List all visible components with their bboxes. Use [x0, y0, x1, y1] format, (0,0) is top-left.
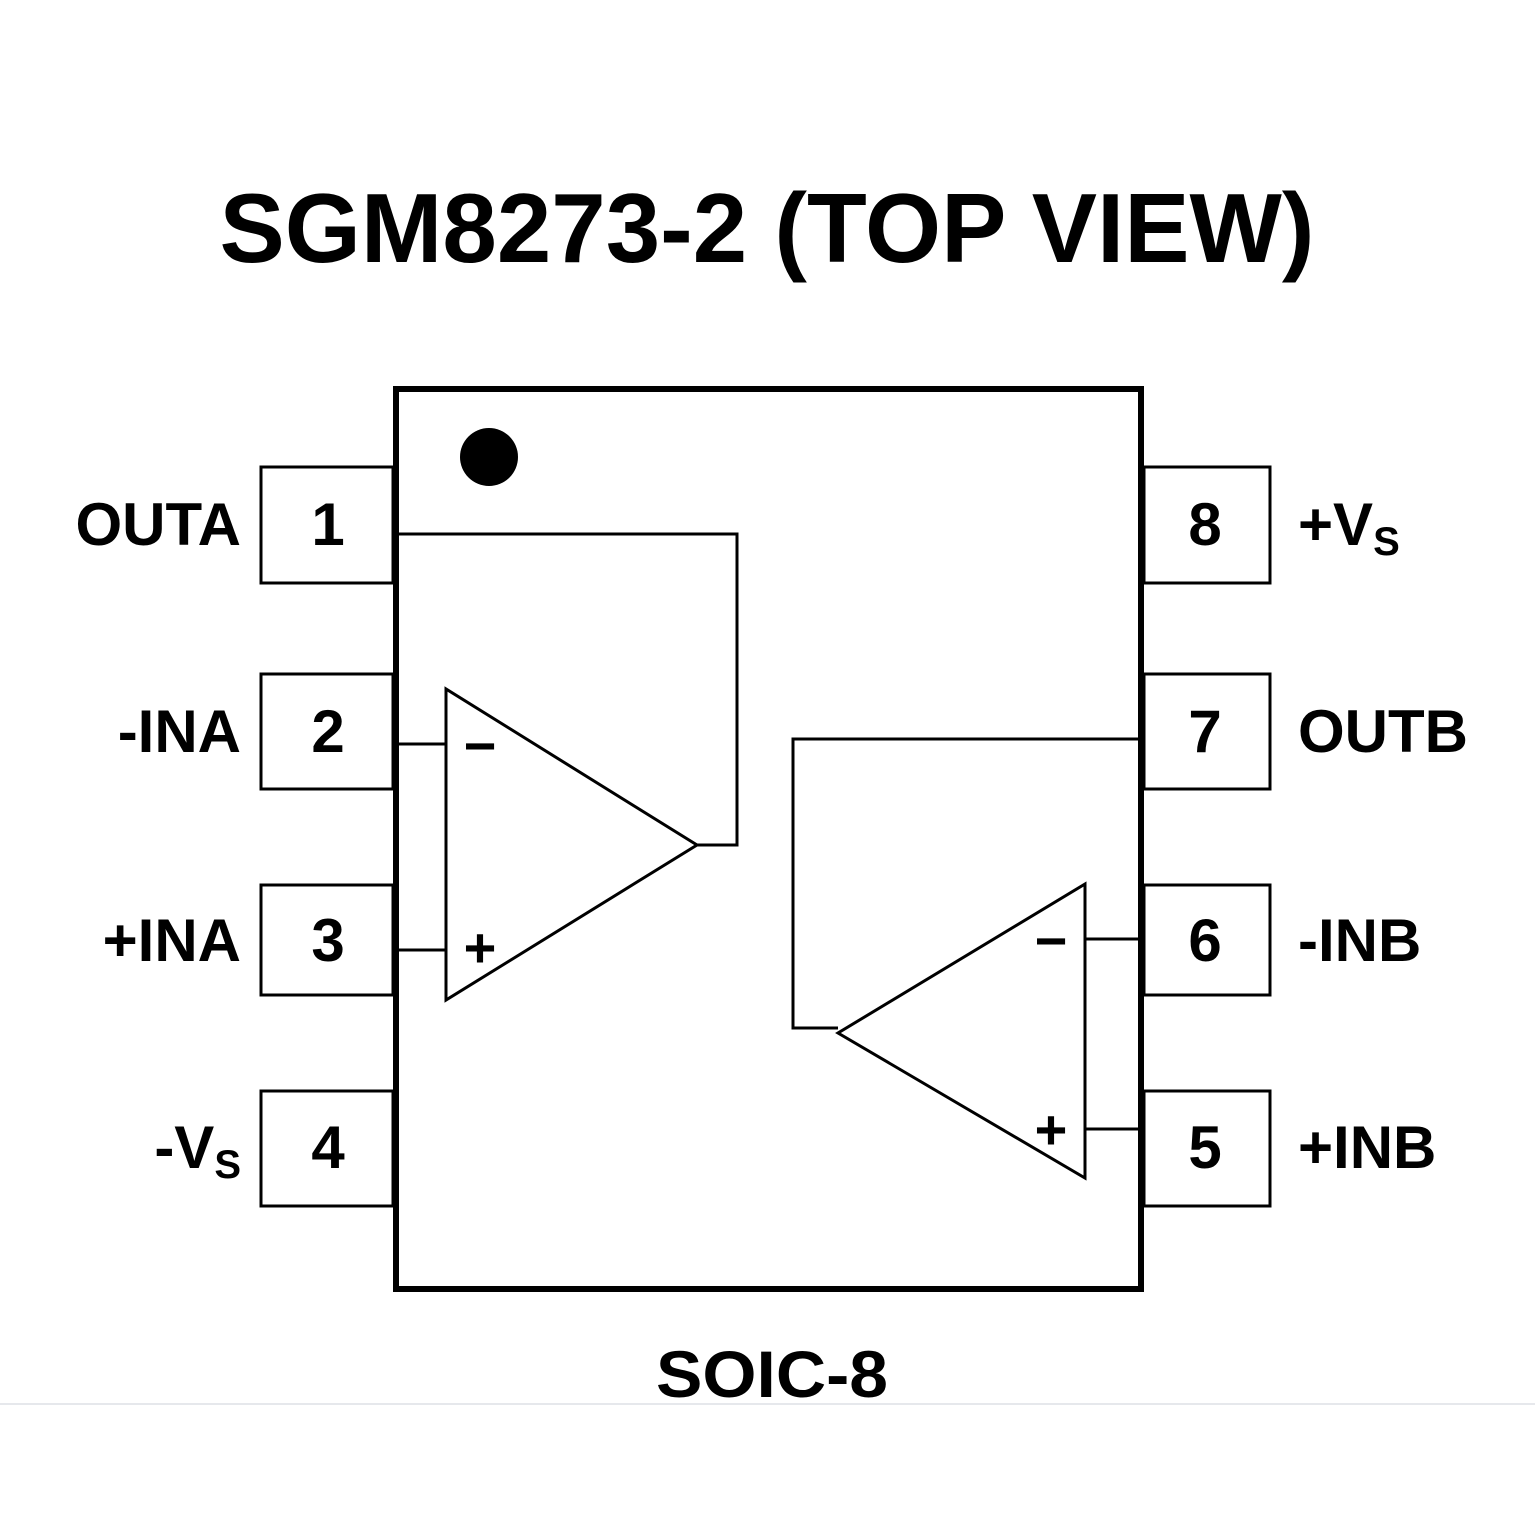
pin1-marker-dot [460, 428, 518, 486]
pin-1-number: 1 [311, 491, 344, 558]
pin-5-label: +INB [1298, 1114, 1436, 1181]
pin-5-pad [1142, 1089, 1272, 1208]
pin-6-label: -INB [1298, 907, 1421, 974]
pin-3-pad [259, 883, 395, 997]
pin-1-label: OUTA [75, 491, 241, 558]
pin-8-label-main: +V [1298, 491, 1373, 558]
pin-8-label-sub: S [1373, 520, 1400, 564]
opamp-a-triangle [444, 686, 700, 1003]
opamp-b-minus-sign: − [1035, 909, 1068, 972]
opamp-a-minus-sign: − [464, 714, 497, 777]
diagram-title: SGM8273-2 (TOP VIEW) [220, 173, 1315, 283]
opamp-a-output-wire [399, 532, 739, 847]
pin-4-label-main: -V [154, 1114, 214, 1181]
opamp-b-output-wire [791, 737, 1138, 1030]
pin-4-pad [259, 1089, 395, 1208]
opamp-b-plus-sign: + [1035, 1098, 1068, 1161]
pin-8-number: 8 [1188, 491, 1221, 558]
pin-2-pad [259, 672, 395, 791]
chip-body [393, 386, 1144, 1292]
pin-3-number: 3 [311, 907, 344, 974]
pin-1-pad [259, 465, 395, 585]
pin-7-label: OUTB [1298, 698, 1468, 765]
pin-2-label: -INA [118, 698, 241, 765]
pin-3-label: +INA [103, 907, 241, 974]
pin-8-label: +VS [1298, 491, 1400, 564]
pin-4-number: 4 [311, 1114, 345, 1181]
pin-6-number: 6 [1188, 907, 1221, 974]
pin-8-pad [1142, 465, 1272, 585]
pin-6-pad [1142, 883, 1272, 997]
opamp-b-triangle [835, 881, 1087, 1181]
pin-2-number: 2 [311, 698, 344, 765]
package-label: SOIC-8 [656, 1337, 888, 1411]
pin-5-number: 5 [1188, 1114, 1221, 1181]
pin-4-label: -VS [154, 1114, 241, 1187]
opamp-a-plus-sign: + [464, 916, 497, 979]
pin-4-label-sub: S [214, 1143, 241, 1187]
pin-7-pad [1142, 672, 1272, 791]
pin-7-number: 7 [1188, 698, 1221, 765]
